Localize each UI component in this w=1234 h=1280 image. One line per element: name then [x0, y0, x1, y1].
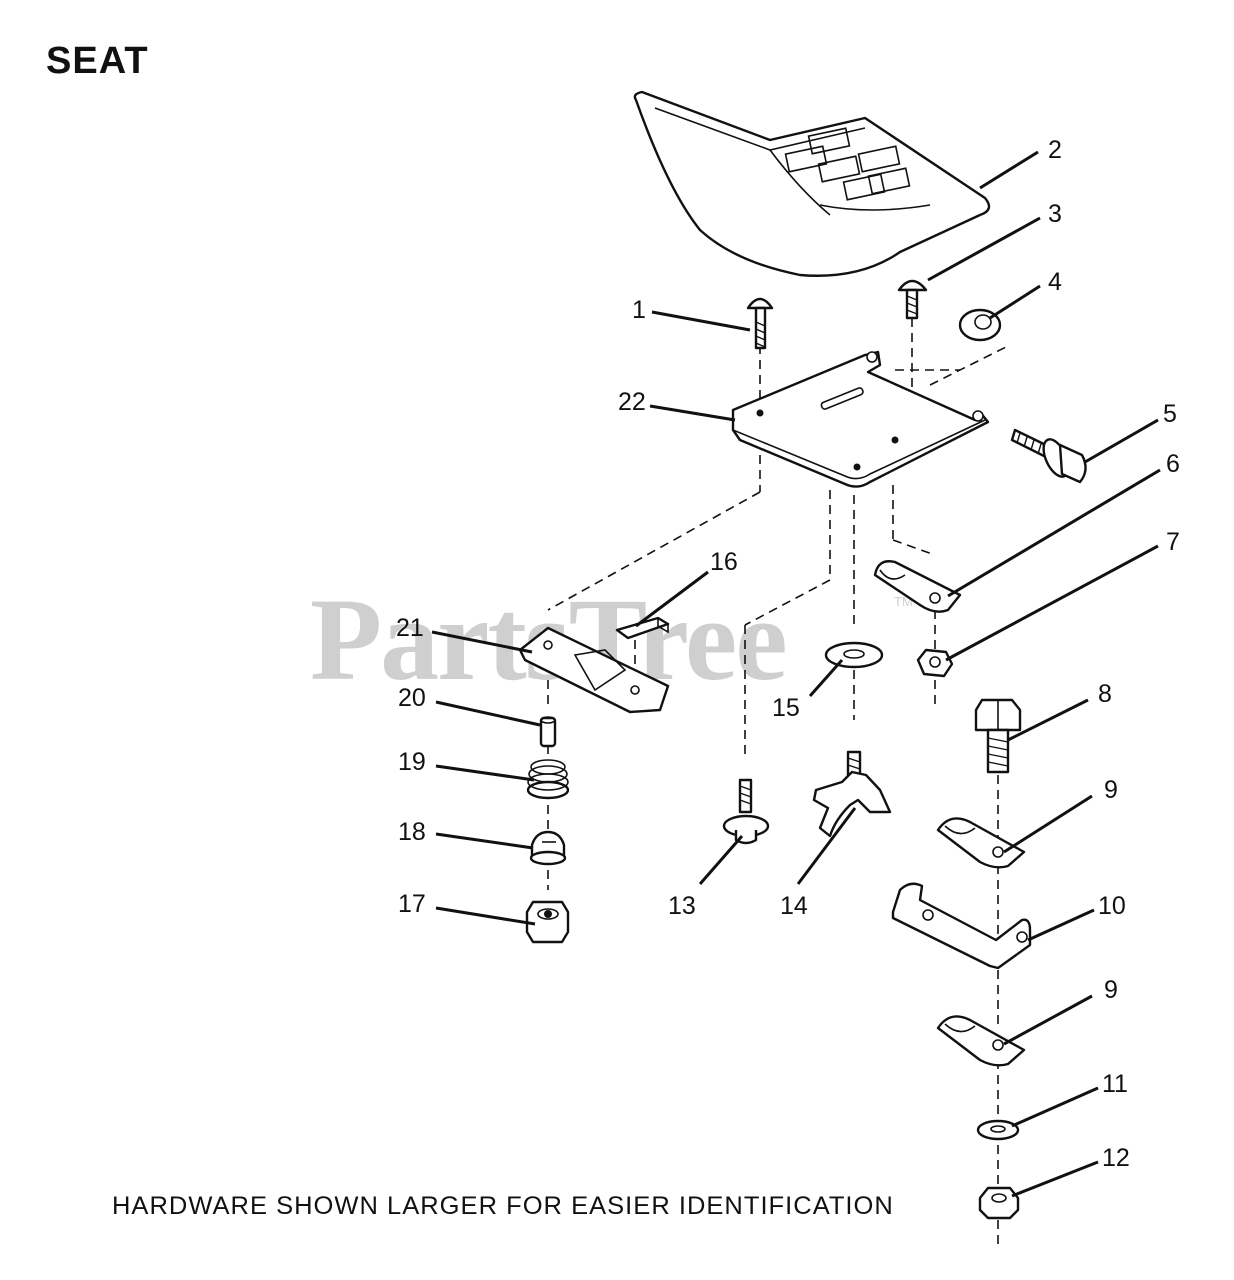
callout-14: 14: [780, 892, 808, 920]
callout-1: 1: [632, 296, 646, 324]
carriage-bolt-1: [746, 297, 774, 350]
washer-11: [976, 1119, 1020, 1141]
screw-3: [897, 279, 928, 320]
clamp-9-upper: [936, 817, 1026, 869]
callout-8: 8: [1098, 680, 1112, 708]
hex-bolt-8: [974, 698, 1022, 774]
callout-leaders: [431, 150, 1161, 1198]
cap-nut-18: [529, 830, 567, 866]
callout-17: 17: [398, 890, 426, 918]
clamp-9-lower: [936, 1015, 1026, 1067]
callout-20: 20: [398, 684, 426, 712]
callout-9-upper: 9: [1104, 776, 1118, 804]
callout-9-lower: 9: [1104, 976, 1118, 1004]
callout-2: 2: [1048, 136, 1062, 164]
callout-7: 7: [1166, 528, 1180, 556]
callout-15: 15: [772, 694, 800, 722]
callout-13: 13: [668, 892, 696, 920]
callout-16: 16: [710, 548, 738, 576]
washer-15: [824, 641, 884, 669]
callout-5: 5: [1163, 400, 1177, 428]
nut-12: [978, 1186, 1020, 1220]
callout-19: 19: [398, 748, 426, 776]
page-title: SEAT: [46, 40, 149, 82]
star-knob-14: [812, 750, 892, 838]
flange-nut-17: [525, 900, 570, 944]
hex-nut-7: [916, 648, 954, 678]
seat-part: [633, 90, 991, 277]
shoulder-bolt-5: [1010, 428, 1087, 484]
callout-12: 12: [1102, 1144, 1130, 1172]
callout-10: 10: [1098, 892, 1126, 920]
assembly-guide-lines: [547, 318, 1011, 1250]
callout-21: 21: [396, 614, 424, 642]
callout-labels: 1 2 3 4 5 6 7 8 9 10 9 11 12 13 14 15 16…: [396, 136, 1180, 1172]
seat-bracket-plate: [731, 350, 990, 488]
callout-11: 11: [1102, 1070, 1128, 1098]
clip-6: [873, 560, 962, 613]
slide-rail-21: [518, 626, 670, 714]
spring-19: [526, 759, 570, 800]
callout-6: 6: [1166, 450, 1180, 478]
rod-16: [615, 616, 670, 640]
callout-18: 18: [398, 818, 426, 846]
flange-bolt-13: [722, 778, 770, 845]
callout-4: 4: [1048, 268, 1062, 296]
pin-20: [539, 716, 557, 748]
footer-note: HARDWARE SHOWN LARGER FOR EASIER IDENTIF…: [112, 1192, 894, 1220]
callout-22: 22: [618, 388, 646, 416]
bracket-10: [891, 882, 1032, 970]
callout-3: 3: [1048, 200, 1062, 228]
